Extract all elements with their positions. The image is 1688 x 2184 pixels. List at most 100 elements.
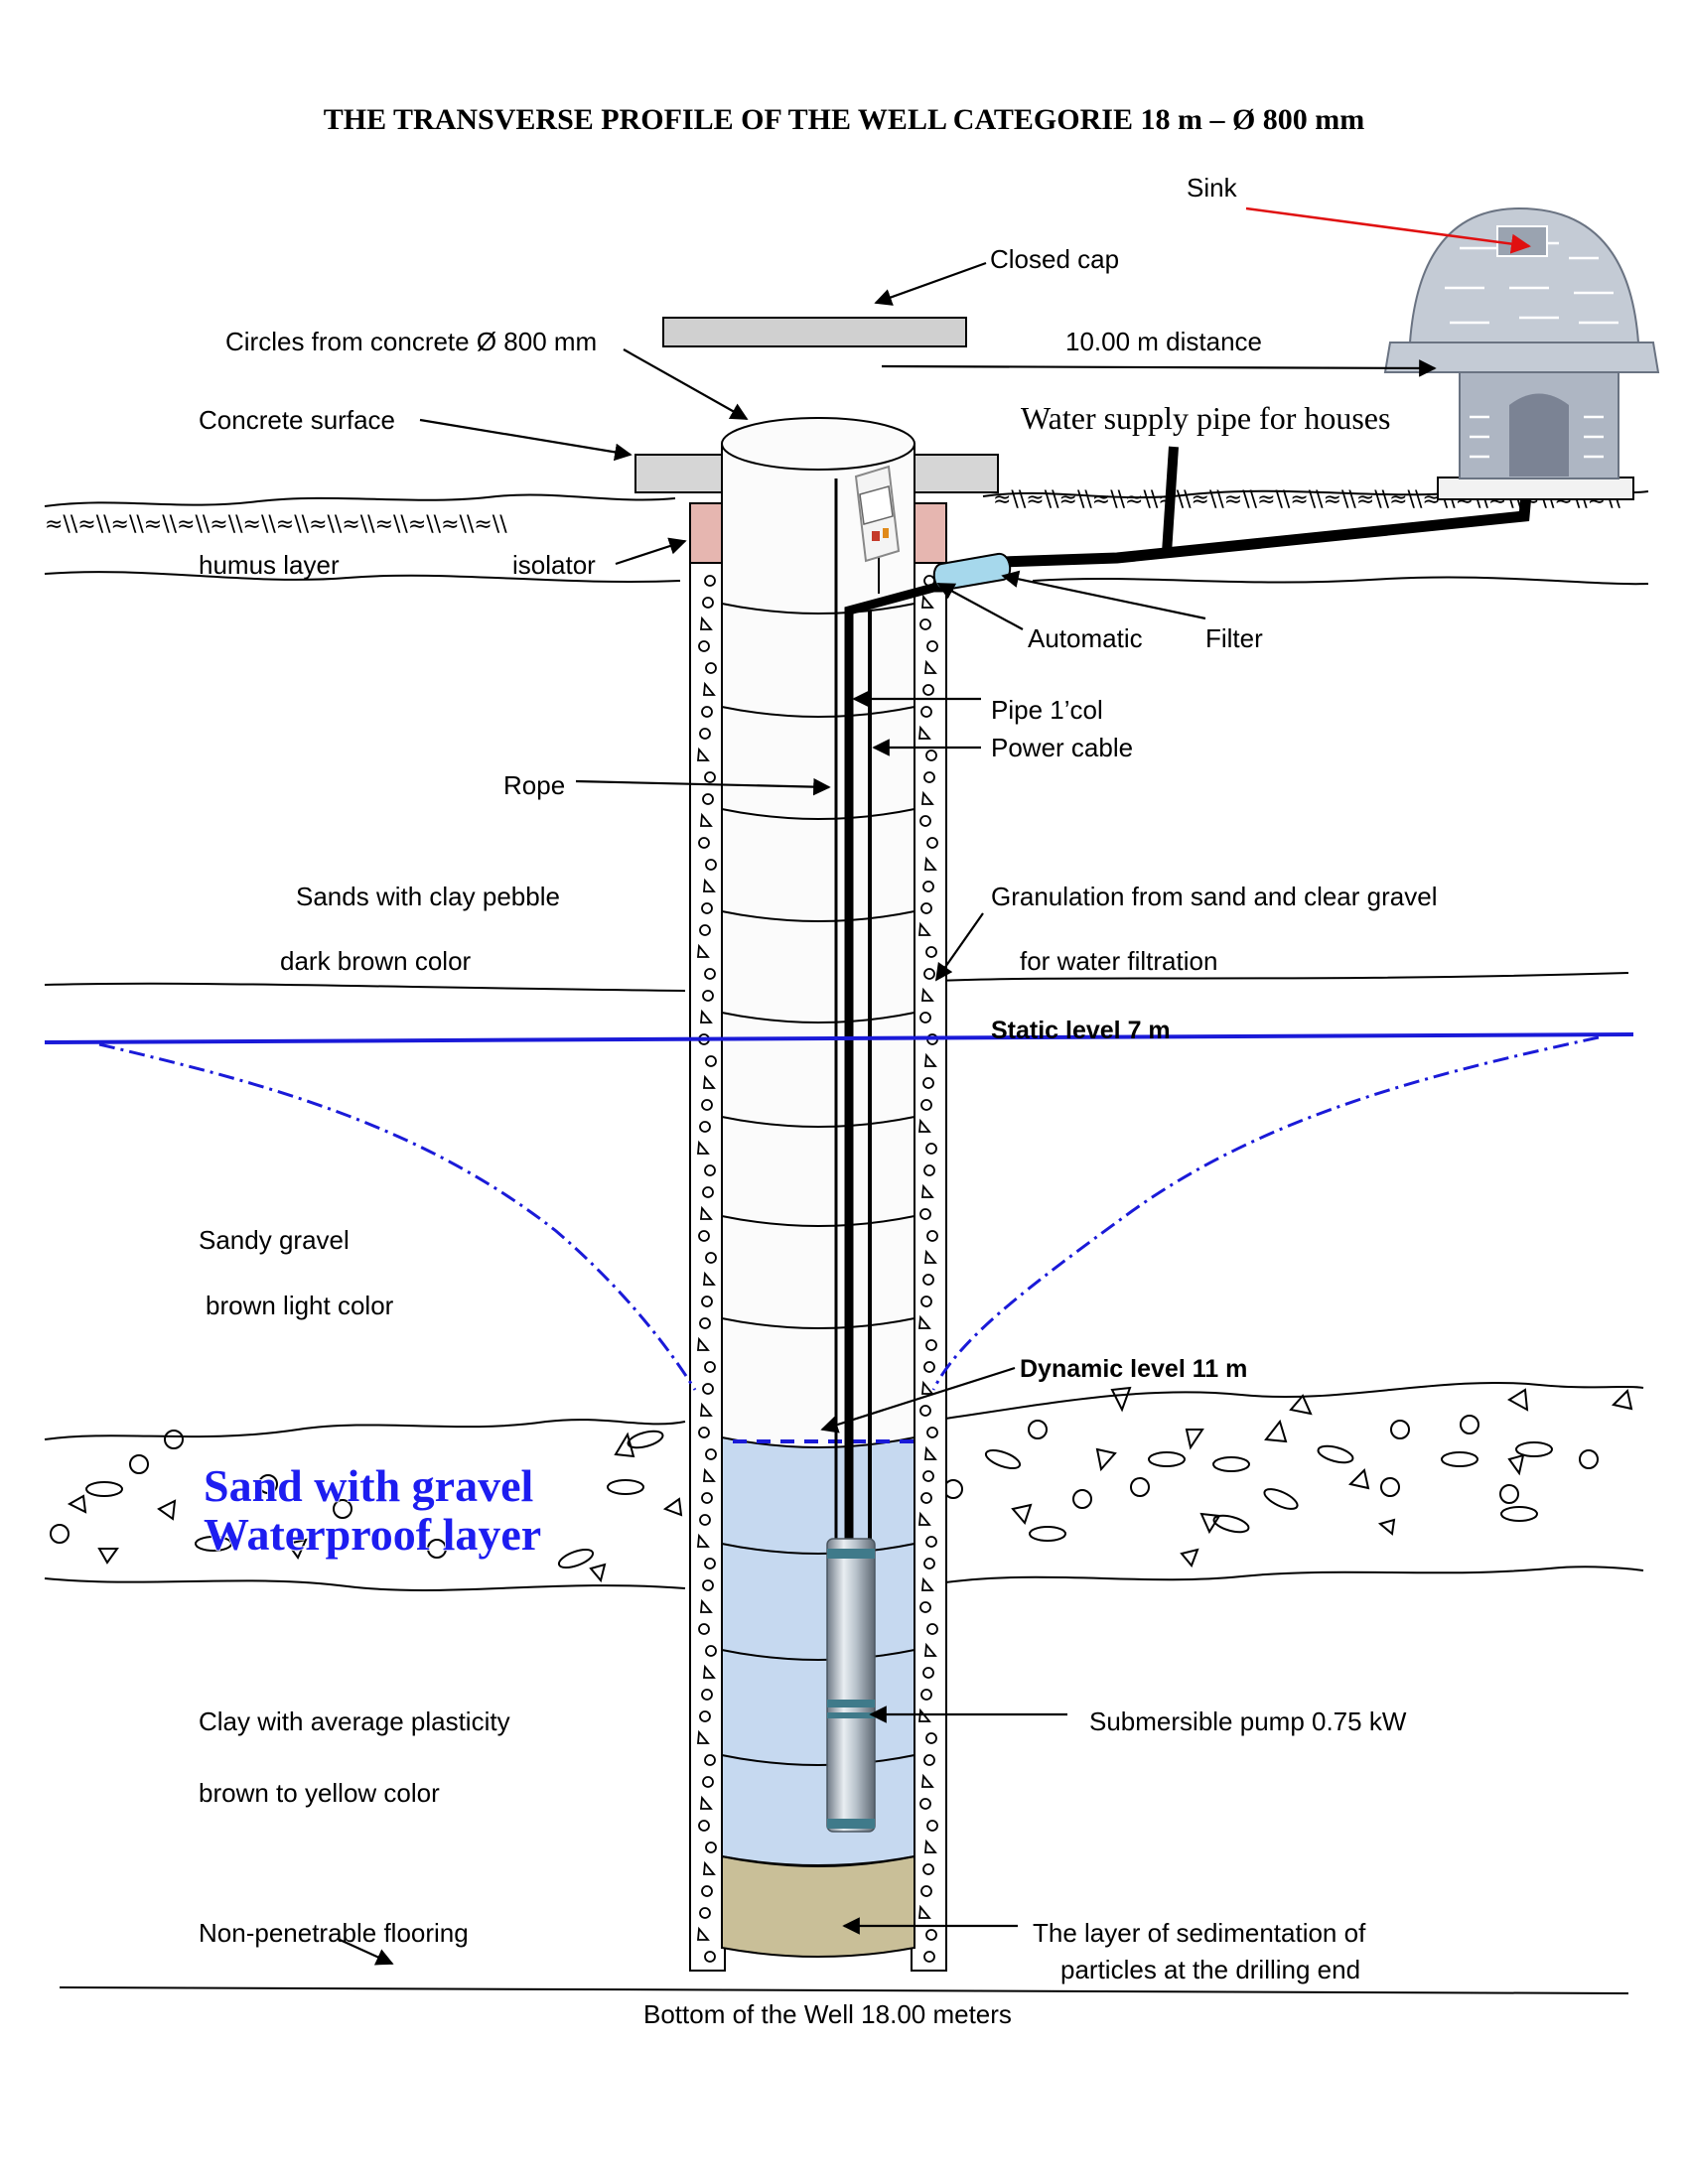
- label-static-level: Static level 7 m: [991, 1017, 1171, 1044]
- gravel-grain: [924, 1052, 937, 1067]
- gravel-grain: [703, 1467, 716, 1482]
- label-filter: Filter: [1205, 623, 1263, 653]
- gravel-grain: [703, 681, 716, 696]
- ring-seam: [721, 1649, 915, 1661]
- gravel-grain: [698, 1820, 710, 1832]
- label-waterproof-line2: Waterproof layer: [204, 1509, 541, 1560]
- gravel-grain: [702, 1186, 714, 1198]
- gravel-grain: [699, 1317, 711, 1329]
- label-granulation-line2: for water filtration: [1020, 946, 1217, 976]
- gravel-grain: [701, 706, 713, 718]
- closed-cap: [662, 317, 967, 347]
- layer-boundary-sands: [44, 982, 686, 992]
- ring-seam: [721, 1012, 915, 1024]
- gravel-grain: [919, 1798, 931, 1810]
- gravel-grain: [697, 747, 710, 761]
- static-level-line: [44, 1032, 1634, 1044]
- gravel-pebbles: [50, 1386, 1633, 1583]
- gravel-grain: [920, 706, 932, 718]
- gravel-grain: [923, 1951, 935, 1963]
- gravel-grain: [924, 1839, 937, 1853]
- label-waterproof-line1: Sand with gravel: [204, 1460, 533, 1511]
- ring-seam: [721, 1317, 915, 1329]
- waterproof-layer: [44, 1381, 1644, 1591]
- gravel-grain: [918, 1707, 931, 1722]
- gravel-grain: [703, 1664, 716, 1679]
- gravel-grain: [705, 1842, 717, 1853]
- gravel-grain: [924, 659, 937, 674]
- gravel-grain: [925, 1339, 937, 1351]
- label-closed-cap: Closed cap: [990, 244, 1119, 274]
- gravel-grain: [925, 1536, 937, 1548]
- gravel-grain: [704, 1754, 716, 1766]
- gravel-grain: [702, 1383, 714, 1395]
- gravel-grain: [701, 1099, 713, 1111]
- label-sandy-gravel-line2: brown light color: [206, 1291, 394, 1320]
- isolator-left: [689, 502, 726, 564]
- label-granulation-line1: Granulation from sand and clear gravel: [991, 882, 1437, 911]
- gravel-grain: [700, 1598, 713, 1613]
- gravel-grain: [925, 1143, 937, 1155]
- gravel-grain: [919, 1012, 931, 1024]
- gravel-grain: [702, 990, 714, 1002]
- gravel-grain: [919, 1601, 931, 1613]
- gravel-grain: [699, 924, 711, 936]
- gravel-grain: [918, 1511, 931, 1526]
- gravel-grain: [697, 1533, 710, 1548]
- gravel-grain: [698, 640, 710, 652]
- gravel-grain: [702, 1776, 714, 1788]
- gravel-grain: [920, 902, 932, 914]
- gravel-grain: [918, 725, 931, 740]
- gravel-grain: [697, 1729, 710, 1744]
- gravel-grain: [699, 1121, 711, 1133]
- gravel-grain: [919, 1405, 931, 1417]
- label-sands-line2: dark brown color: [280, 946, 472, 976]
- gravel-grain: [697, 1140, 710, 1155]
- gravel-grain: [698, 1623, 710, 1635]
- label-dynamic-level: Dynamic level 11 m: [1020, 1355, 1247, 1383]
- gravel-grain: [701, 902, 713, 914]
- label-submersible-pump: Submersible pump 0.75 kW: [1089, 1706, 1407, 1736]
- gravel-grain: [921, 1576, 934, 1591]
- gravel-grain: [922, 1470, 934, 1482]
- well-shaft: [721, 417, 915, 1958]
- ring-seam: [721, 1543, 915, 1555]
- gravel-grain: [699, 1907, 711, 1919]
- ground-surface: ≈\\≈\\≈\\≈\\≈\\≈\\≈\\≈\\≈\\≈\\≈\\≈\\≈\\≈…: [44, 487, 1649, 586]
- gravel-grain: [700, 1009, 713, 1024]
- gravel-grain: [705, 662, 717, 674]
- gravel-grain: [919, 618, 931, 630]
- label-concrete-surface: Concrete surface: [199, 405, 395, 435]
- layer-boundary-sands-right: [937, 972, 1629, 982]
- gravel-grain: [701, 1492, 713, 1504]
- label-isolator: isolator: [512, 550, 596, 580]
- depression-cone-right: [931, 1035, 1600, 1391]
- gravel-grain: [700, 1205, 713, 1220]
- gravel-grain: [701, 1689, 713, 1701]
- gravel-grain: [918, 1314, 931, 1329]
- gravel-grain: [704, 575, 716, 587]
- gravel-grain: [924, 1642, 937, 1657]
- grass-pattern-left: ≈\\≈\\≈\\≈\\≈\\≈\\≈\\≈\\≈\\≈\\≈\\≈\\≈\\≈…: [45, 512, 507, 537]
- gravel-grain: [698, 1230, 710, 1242]
- gravel-grain: [705, 859, 717, 871]
- label-sediment-line2: particles at the drilling end: [1060, 1955, 1360, 1984]
- gravel-grain: [918, 1904, 931, 1919]
- gravel-grain: [700, 615, 713, 630]
- label-rope: Rope: [503, 770, 565, 800]
- gravel-grain: [699, 728, 711, 740]
- depression-cone-left: [98, 1042, 697, 1391]
- gravel-grain: [918, 921, 931, 936]
- gravel-grain: [705, 1055, 717, 1067]
- gravel-grain: [705, 1645, 717, 1657]
- gravel-grain: [699, 1514, 711, 1526]
- water-supply-pipe: [1002, 446, 1532, 568]
- gravel-grain: [926, 837, 938, 849]
- gravel-grain: [700, 812, 713, 827]
- ring-seam: [721, 1116, 915, 1128]
- label-clay-line1: Clay with average plasticity: [199, 1706, 510, 1736]
- gravel-grain: [921, 1380, 934, 1395]
- ring-seam: [721, 1855, 915, 1867]
- label-pipe: Pipe 1’col: [991, 695, 1103, 725]
